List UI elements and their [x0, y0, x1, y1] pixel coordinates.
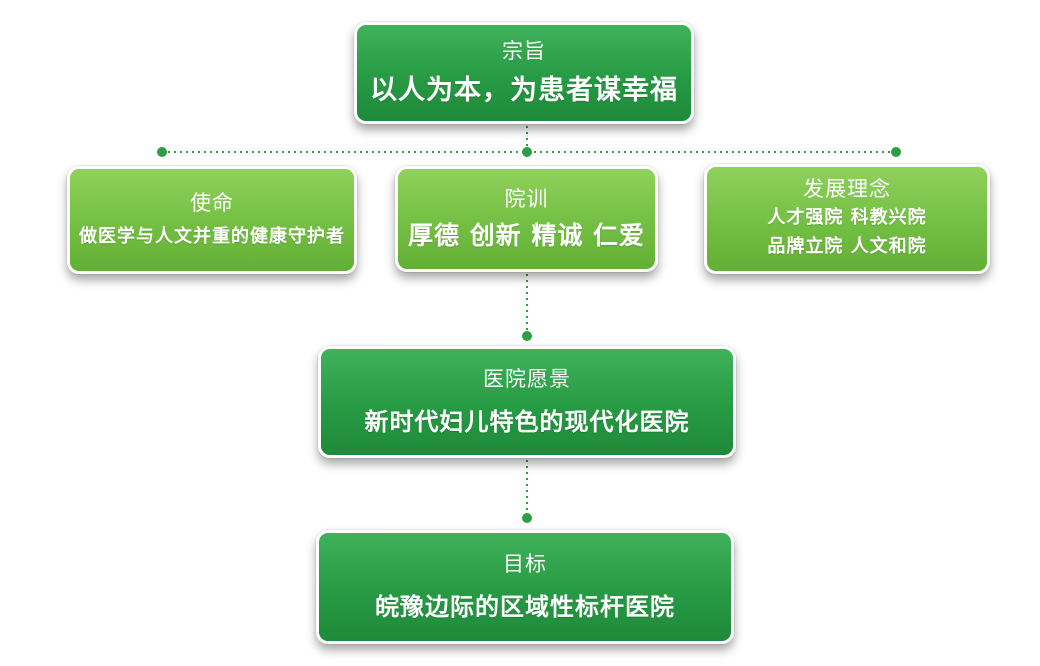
purpose-content: 以人为本，为患者谋幸福 [370, 74, 678, 106]
mission-box: 使命 做医学与人文并重的健康守护者 [67, 166, 357, 274]
connector-dot-left [157, 147, 167, 157]
motto-label: 院训 [504, 186, 549, 211]
vision-content: 新时代妇儿特色的现代化医院 [364, 407, 690, 436]
goal-label: 目标 [503, 552, 547, 577]
motto-box: 院训 厚德 创新 精诚 仁爱 [395, 166, 658, 272]
connector-dot-bottom [522, 513, 532, 523]
mission-label: 使命 [190, 191, 234, 216]
purpose-label: 宗旨 [502, 38, 546, 63]
motto-content: 厚德 创新 精诚 仁爱 [407, 220, 646, 250]
connector-dot-mid [522, 331, 532, 341]
development-philosophy-line-1: 人才强院 科教兴院 [767, 206, 927, 228]
development-philosophy-line-2: 品牌立院 人文和院 [767, 235, 927, 257]
goal-box: 目标 皖豫边际的区域性标杆医院 [316, 530, 734, 644]
development-philosophy-box: 发展理念 人才强院 科教兴院 品牌立院 人文和院 [704, 164, 990, 274]
connector-dot-right [891, 147, 901, 157]
goal-content: 皖豫边际的区域性标杆医院 [375, 592, 675, 621]
development-philosophy-label: 发展理念 [803, 176, 891, 201]
vision-box: 医院愿景 新时代妇儿特色的现代化医院 [318, 346, 736, 458]
mission-content: 做医学与人文并重的健康守护者 [79, 226, 345, 248]
purpose-box: 宗旨 以人为本，为患者谋幸福 [354, 22, 694, 124]
vision-label: 医院愿景 [483, 367, 571, 392]
connector-dot-center [522, 147, 532, 157]
